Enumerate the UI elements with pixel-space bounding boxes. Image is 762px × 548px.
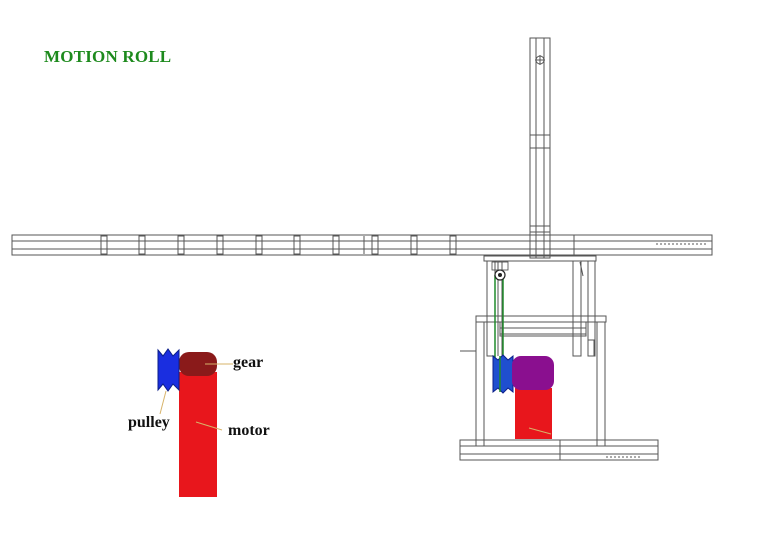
diagram-title: MOTION ROLL (44, 47, 172, 66)
pulley-label: pulley (128, 414, 170, 431)
detail-pulley (157, 348, 180, 392)
machine-motor (515, 388, 552, 439)
detail-gear (179, 352, 217, 376)
detail-illustration (157, 348, 233, 497)
machine-gear (512, 356, 554, 390)
vertical-column (529, 37, 551, 259)
machine-base (459, 439, 659, 461)
gear-label: gear (233, 354, 264, 371)
horizontal-beam (11, 234, 713, 256)
machine-pulley (492, 354, 514, 394)
belt-drive (491, 261, 509, 360)
detail-motor (179, 372, 217, 497)
motor-label: motor (228, 422, 270, 439)
